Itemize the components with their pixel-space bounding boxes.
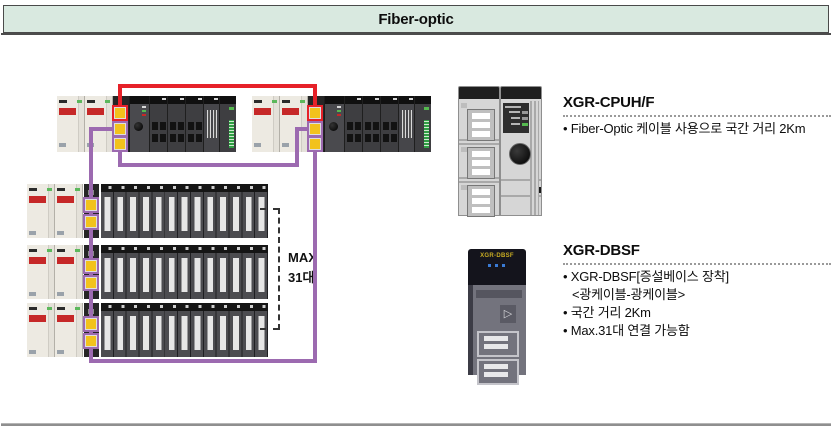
fiber-connector-block [477, 331, 519, 357]
product-bullet: • XGR-DBSF[증설베이스 장착] [563, 269, 729, 284]
dotted-divider [563, 263, 831, 265]
fiber-interface-module [308, 96, 324, 152]
terminal-module [414, 96, 431, 152]
red-fiber-cable-segment [118, 84, 317, 88]
mode-switch-knob [509, 143, 531, 165]
expansion-rack-3 [27, 303, 268, 357]
io-module [167, 96, 186, 152]
door-icon: ▷ [500, 305, 516, 323]
io-module [344, 96, 363, 152]
power-supply-module [252, 96, 280, 152]
power-supply-module [85, 96, 113, 152]
power-supply-module [55, 184, 83, 238]
terminal-module [219, 96, 236, 152]
purple-fiber-cable-segment [89, 127, 121, 131]
fiber-connector-block [477, 359, 519, 385]
io-module-row [101, 303, 268, 357]
expansion-rack-2 [27, 245, 268, 299]
power-supply-module [55, 245, 83, 299]
product-bullet: • 국간 거리 2Km [563, 305, 651, 320]
connector-block [467, 185, 495, 217]
module-nameplate: XGR-DBSF [480, 253, 514, 259]
purple-fiber-cable-segment [295, 127, 313, 131]
purple-fiber-cable-segment [313, 144, 317, 363]
io-module-row [101, 184, 268, 238]
io-module [380, 96, 399, 152]
purple-fiber-cable-segment [118, 163, 299, 167]
fiber-port [309, 107, 321, 119]
cpu-photo-left-unit [458, 86, 500, 217]
xgr-cpuhf-product-photo [458, 86, 542, 217]
dbsf-photo-top: XGR-DBSF [468, 249, 526, 285]
led-indicators [488, 264, 506, 267]
power-supply-module [27, 245, 55, 299]
status-led-panel [503, 103, 529, 133]
max-label-line2: 31대 [288, 270, 315, 285]
dbsf-photo-body: ▷ [468, 285, 526, 385]
product-bullet: • Max.31대 연결 가능함 [563, 323, 690, 338]
max-bracket-bottom-dash [260, 328, 279, 330]
io-module [149, 96, 168, 152]
header-bar: Fiber-optic [3, 5, 829, 33]
power-supply-module [55, 303, 83, 357]
max-label-line1: MAX [288, 250, 317, 265]
io-module [398, 96, 415, 152]
red-fiber-cable-segment [118, 84, 122, 113]
fiber-port [85, 277, 97, 289]
fiber-port [85, 216, 97, 228]
cpu-module [129, 96, 150, 152]
purple-fiber-cable-segment [295, 127, 299, 167]
fiber-port [309, 123, 321, 135]
io-module [185, 96, 204, 152]
expansion-rack-1 [27, 184, 268, 238]
connector-block [467, 147, 495, 179]
xgr-dbsf-section: XGR-DBSF • XGR-DBSF[증설베이스 장착] <광케이블-광케이블… [563, 242, 831, 340]
xgr-cpuhf-section: XGR-CPUH/F • Fiber-Optic 케이블 사용으로 국간 거리 … [563, 94, 831, 138]
product-bullet-sub: <광케이블-광케이블> [572, 287, 685, 302]
cpu-module [324, 96, 345, 152]
connector-block [467, 109, 495, 141]
main-plc-rack-2 [252, 96, 431, 152]
product-bullet: • Fiber-Optic 케이블 사용으로 국간 거리 2Km [563, 121, 806, 136]
module-ridge [476, 290, 522, 298]
fiber-port [85, 260, 97, 272]
max-capacity-label: MAX 31대 [288, 248, 317, 288]
fiber-interface-module [113, 96, 129, 152]
fiber-port [85, 335, 97, 347]
fiber-port [85, 318, 97, 330]
xgr-dbsf-product-photo: XGR-DBSF ▷ [468, 249, 526, 385]
fiber-port [114, 138, 126, 150]
fiber-port [309, 138, 321, 150]
max-bracket-top-dash [260, 208, 279, 210]
max-bracket-line [278, 208, 280, 330]
cpu-photo-right-unit [500, 86, 542, 216]
product-title: XGR-DBSF [563, 242, 640, 259]
fiber-port [114, 123, 126, 135]
dotted-divider [563, 115, 831, 117]
purple-fiber-cable-segment [89, 359, 317, 363]
main-plc-rack-1 [57, 96, 236, 152]
header-divider [1, 33, 831, 35]
fiber-port [85, 199, 97, 211]
product-title: XGR-CPUH/F [563, 94, 655, 111]
page-title: Fiber-optic [378, 10, 454, 28]
purple-fiber-cable-segment [118, 144, 122, 167]
footer-divider [1, 423, 831, 426]
purple-fiber-cable-segment [89, 127, 93, 363]
io-module [362, 96, 381, 152]
power-supply-module [57, 96, 85, 152]
red-fiber-cable-segment [313, 84, 317, 113]
power-supply-module [280, 96, 308, 152]
io-module [203, 96, 220, 152]
io-module-row [101, 245, 268, 299]
fiber-port [114, 107, 126, 119]
power-supply-module [27, 184, 55, 238]
power-supply-module [27, 303, 55, 357]
